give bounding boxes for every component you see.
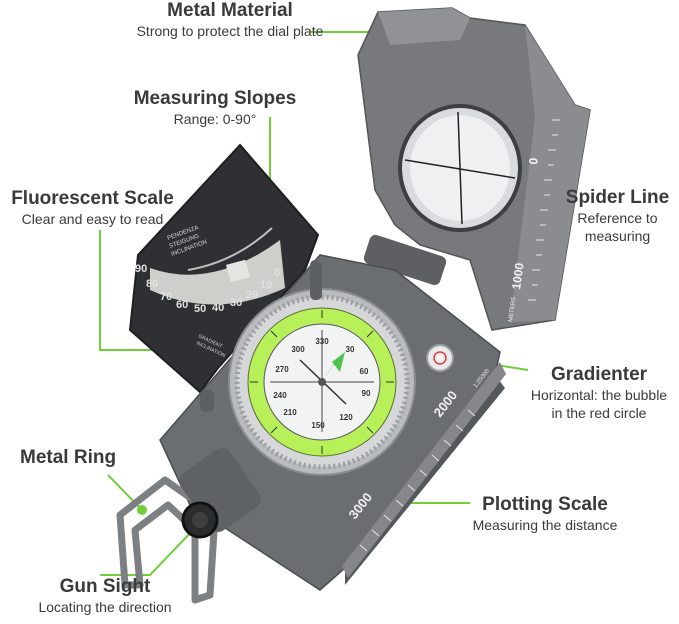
clino-label: 0 [274,267,280,279]
compass-dial: 330 30 60 90 120 150 210 240 270 300 [228,288,416,476]
callout-desc: Range: 0-90° [173,111,257,127]
compass-lid: 0 1000 METERS [357,7,591,331]
callout-desc: Clear and easy to read [21,211,164,227]
lid-ruler-thousand: 1000 [509,262,527,291]
clino-label: 10 [260,279,272,291]
callout-measuring-slopes: Measuring Slopes Range: 0-90° [95,88,335,128]
clino-label: 40 [212,302,224,314]
callout-desc: Locating the direction [38,599,172,615]
callout-title: Metal Ring [20,447,117,468]
callout-desc-line-2: measuring [584,228,651,244]
callout-desc-line-1: Reference to [577,210,658,226]
callout-spider-line: Spider Line Reference to measuring [560,187,675,245]
dial-label: 150 [311,421,325,430]
callout-desc: Strong to protect the dial plate [136,23,324,39]
dial-label: 330 [315,337,329,346]
callout-title: Measuring Slopes [133,88,297,109]
callout-fluorescent-scale: Fluorescent Scale Clear and easy to read [0,188,185,228]
clinometer-plate: PENDENZA STEIGUNG INCLINATION 90 80 70 6… [128,143,320,394]
clino-scale: 90 80 70 60 50 40 30 20 10 0 [135,263,280,315]
dial-label: 270 [275,365,289,374]
dial-label: 240 [273,391,287,400]
dial-label: 120 [339,413,353,422]
clino-label: 50 [194,303,206,315]
clino-label: 20 [246,289,258,301]
callout-title: Plotting Scale [482,494,608,515]
callout-plotting-scale: Plotting Scale Measuring the distance [455,494,635,534]
dial-label: 30 [346,345,355,354]
clino-label: 80 [146,278,158,290]
callout-title: Spider Line [565,187,670,208]
callout-desc-line-1: Horizontal: the bubble [530,387,668,403]
callout-gun-sight: Gun Sight Locating the direction [15,576,195,616]
callout-title: Gradienter [550,364,648,385]
callout-metal-ring: Metal Ring [20,447,170,469]
clino-label: 60 [176,299,188,311]
clino-label: 90 [135,263,147,275]
callout-title: Gun Sight [59,576,151,597]
callout-title: Metal Material [167,0,293,21]
sight-assembly [116,260,322,604]
dial-labels: 330 30 60 90 120 150 210 240 270 300 [273,337,371,430]
dial-label: 60 [360,367,369,376]
clino-label: 30 [230,297,242,309]
dial-label: 90 [362,389,371,398]
callout-gradienter: Gradienter Horizontal: the bubble in the… [520,364,678,422]
callout-desc-line-2: in the red circle [551,405,647,421]
dial-label: 210 [283,408,297,417]
callout-metal-material: Metal Material Strong to protect the dia… [80,0,380,40]
lid-ruler-unit: METERS [508,297,517,323]
lid-ruler-zero: 0 [526,157,541,166]
dial-label: 300 [291,345,305,354]
callout-desc: Measuring the distance [472,517,618,533]
callout-title: Fluorescent Scale [11,188,174,209]
clino-label: 70 [160,291,172,303]
